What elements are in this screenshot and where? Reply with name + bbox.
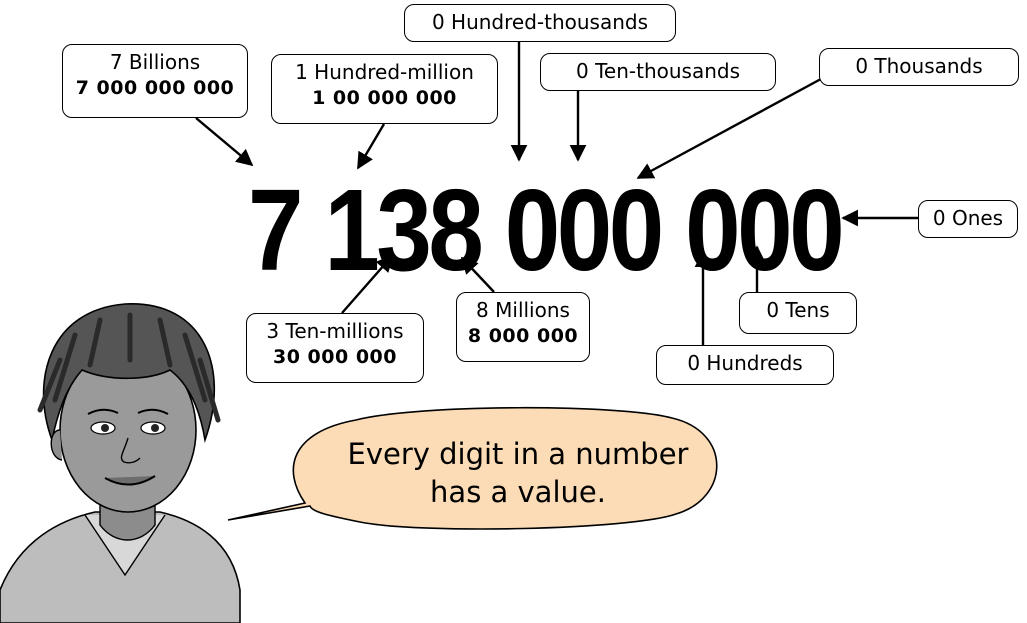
label-hundreds: 0 Hundreds (656, 345, 834, 385)
label-billions-value: 7 000 000 000 (75, 77, 235, 99)
label-hundreds-name: 0 Hundreds (687, 351, 803, 375)
arrow-billions (195, 117, 254, 167)
label-tens: 0 Tens (739, 292, 857, 334)
hair (42, 303, 216, 444)
label-millions: 8 Millions 8 000 000 (456, 292, 590, 362)
label-millions-name: 8 Millions (476, 298, 570, 322)
label-ten-millions-name: 3 Ten-millions (266, 319, 404, 343)
label-billions: 7 Billions 7 000 000 000 (62, 44, 248, 118)
label-hundred-thousands-name: 0 Hundred-thousands (431, 10, 649, 34)
girl-illustration (0, 303, 241, 623)
arrow-hundred-millions (356, 123, 386, 170)
label-thousands-name: 0 Thousands (855, 54, 983, 78)
label-ones: 0 Ones (918, 200, 1018, 238)
speech-line-1: Every digit in a number (347, 437, 689, 471)
arrow-millions (460, 256, 495, 293)
nose (120, 437, 141, 464)
label-hundred-millions-name: 1 Hundred-million (295, 60, 474, 84)
speech-bubble-shape (227, 406, 718, 530)
label-hundred-thousands: 0 Hundred-thousands (404, 4, 676, 42)
label-millions-value: 8 000 000 (467, 325, 579, 347)
label-thousands: 0 Thousands (819, 48, 1019, 86)
large-number: 7 138 000 000 (248, 165, 845, 295)
speech-text: Every digit in a number has a value. (318, 435, 718, 511)
label-tens-name: 0 Tens (766, 298, 830, 322)
label-ten-millions-value: 30 000 000 (273, 346, 397, 368)
label-hundred-millions: 1 Hundred-million 1 00 000 000 (271, 54, 498, 124)
label-ten-thousands: 0 Ten-thousands (540, 53, 776, 91)
speech-line-2: has a value. (430, 475, 606, 509)
arrow-ten-millions (341, 254, 394, 314)
arrow-thousands (636, 71, 833, 180)
label-ten-thousands-name: 0 Ten-thousands (576, 59, 740, 83)
label-ones-name: 0 Ones (932, 206, 1004, 230)
label-ten-millions: 3 Ten-millions 30 000 000 (246, 313, 424, 383)
label-billions-name: 7 Billions (109, 50, 201, 74)
label-hundred-millions-value: 1 00 000 000 (312, 87, 457, 109)
mouth (104, 475, 156, 486)
ear (50, 429, 63, 461)
hair-locks (37, 312, 221, 423)
